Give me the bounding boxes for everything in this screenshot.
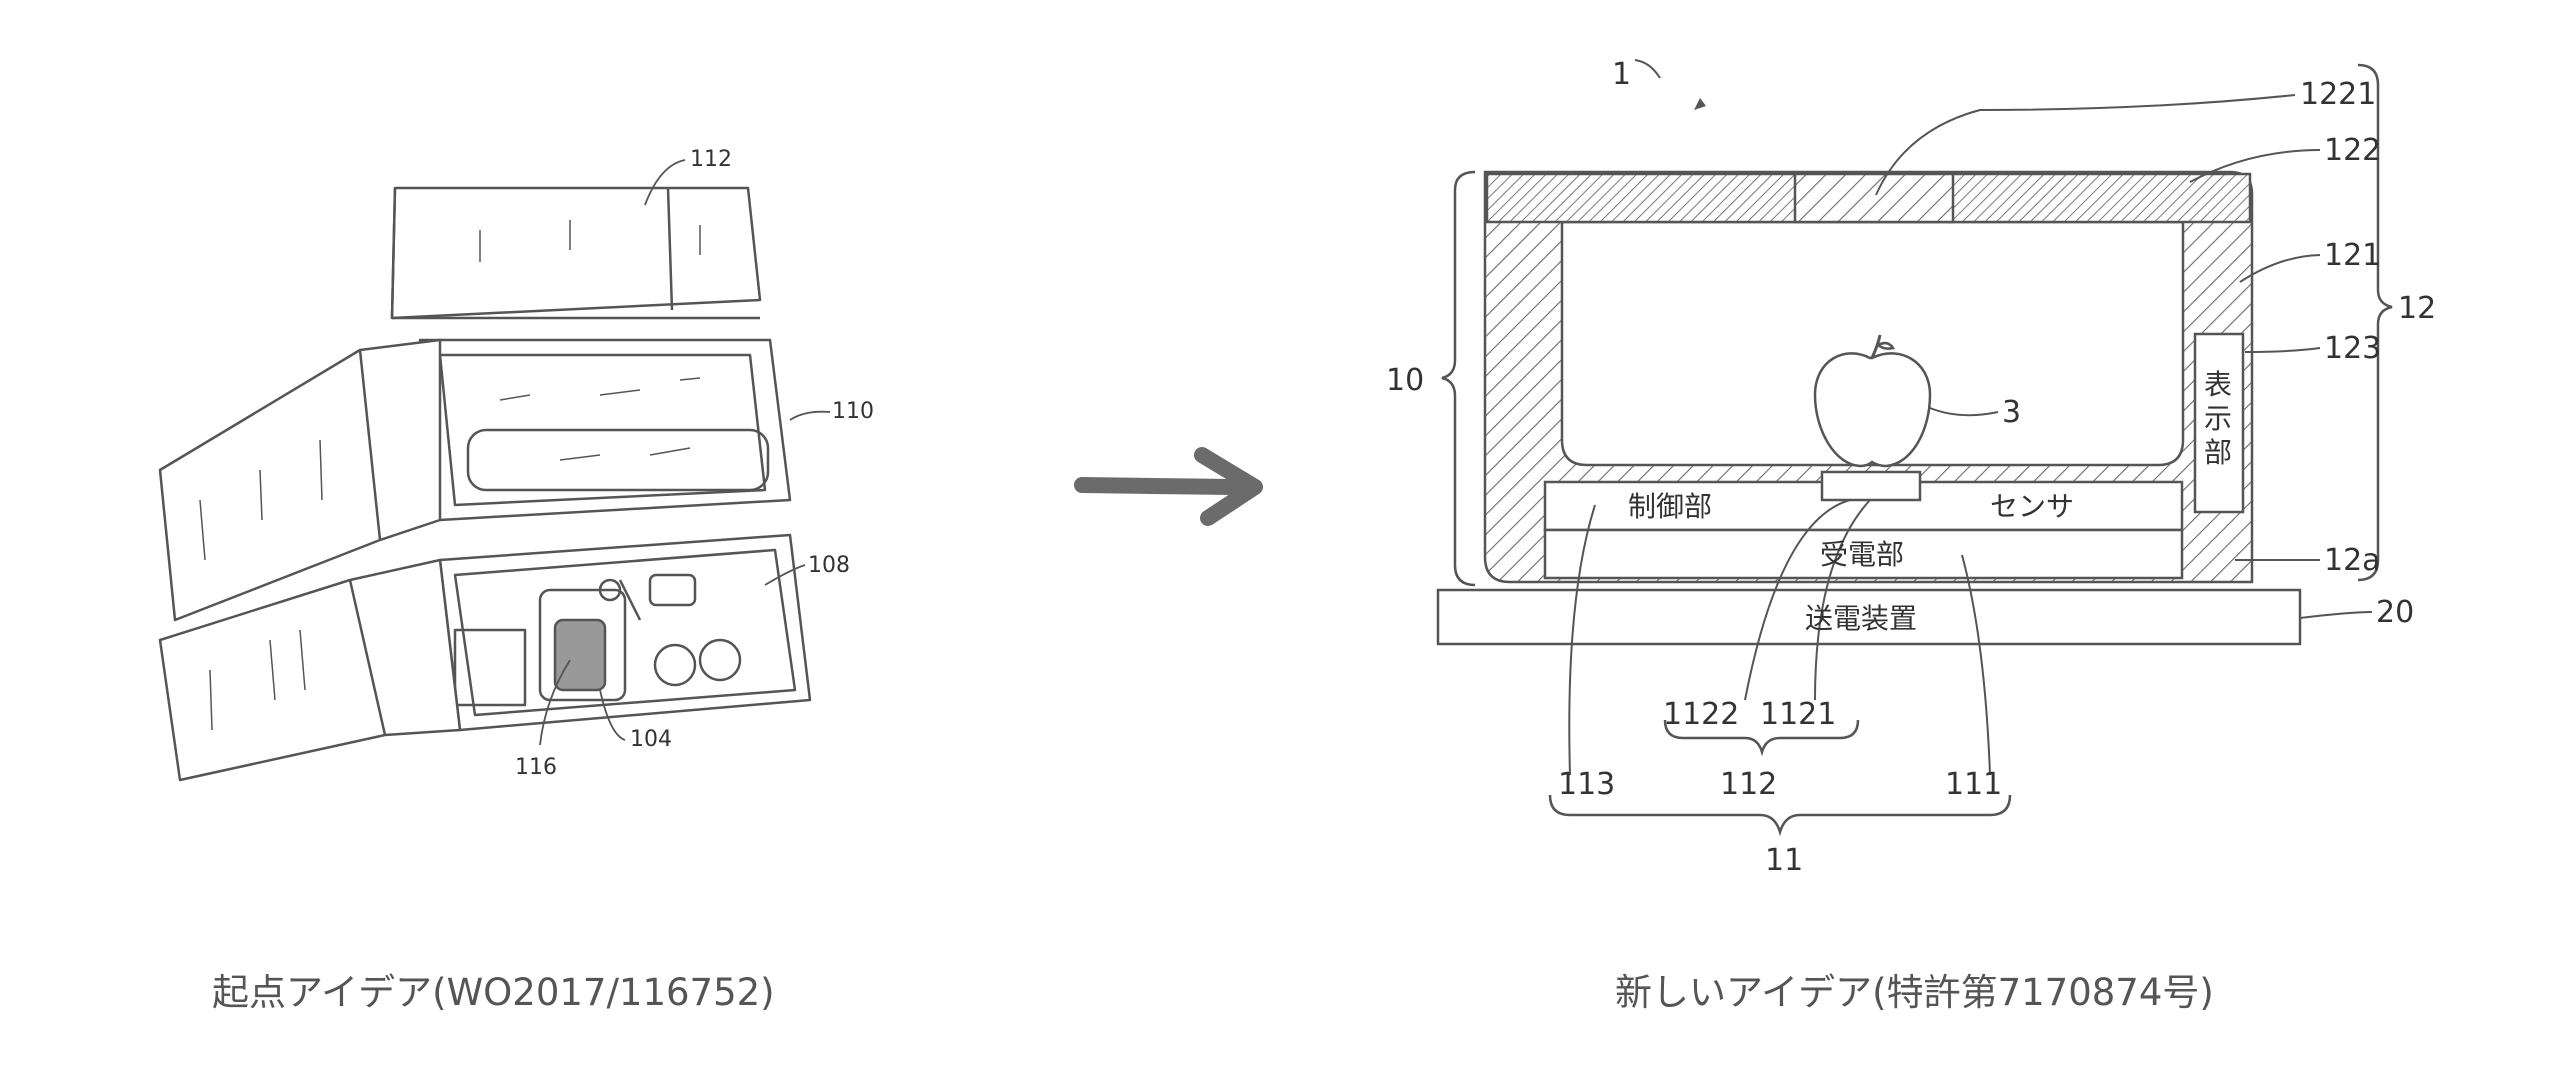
label-112-right: 112 xyxy=(1720,767,1777,802)
tray-108 xyxy=(440,535,810,730)
label-123: 123 xyxy=(2324,331,2381,366)
label-12a: 12a xyxy=(2324,543,2381,578)
label-113: 113 xyxy=(1558,767,1615,802)
display-text-3: 部 xyxy=(2204,436,2232,469)
bracket-11 xyxy=(1550,795,2010,832)
label-3: 3 xyxy=(2002,395,2021,430)
sensor-text: センサ xyxy=(1990,490,2074,523)
label-12: 12 xyxy=(2398,291,2436,326)
arrow-icon xyxy=(1082,455,1255,518)
label-110: 110 xyxy=(832,399,874,424)
transmitter-text: 送電装置 xyxy=(1805,602,1917,635)
sensor-chip xyxy=(1822,472,1920,500)
display-text-1: 表 xyxy=(2204,368,2232,401)
receiver-text: 受電部 xyxy=(1820,538,1904,571)
label-108: 108 xyxy=(808,553,850,578)
label-11: 11 xyxy=(1765,843,1803,878)
right-figure xyxy=(1438,60,2392,832)
label-111: 111 xyxy=(1945,767,2002,802)
control-unit-text: 制御部 xyxy=(1628,490,1712,523)
label-1122: 1122 xyxy=(1663,697,1739,732)
label-20: 20 xyxy=(2376,595,2414,630)
label-1121: 1121 xyxy=(1760,697,1836,732)
display-text-2: 示 xyxy=(2204,402,2232,435)
label-1: 1 xyxy=(1612,57,1631,92)
label-122: 122 xyxy=(2324,133,2381,168)
label-104: 104 xyxy=(630,727,672,752)
bracket-10 xyxy=(1442,172,1475,585)
label-1221: 1221 xyxy=(2300,77,2376,112)
left-figure xyxy=(160,160,830,780)
label-10: 10 xyxy=(1386,363,1424,398)
window-1221 xyxy=(1795,174,1953,222)
caption-origin-idea: 起点アイデア(WO2017/116752) xyxy=(212,962,775,1016)
tray-110 xyxy=(420,340,790,520)
apple-icon xyxy=(1815,353,1930,466)
label-116: 116 xyxy=(515,755,557,780)
label-112-left: 112 xyxy=(690,147,732,172)
label-1-arrowhead xyxy=(1694,98,1706,110)
lid-block xyxy=(392,188,760,318)
label-121: 121 xyxy=(2324,238,2381,273)
caption-new-idea: 新しいアイデア(特許第7170874号) xyxy=(1615,962,2214,1016)
